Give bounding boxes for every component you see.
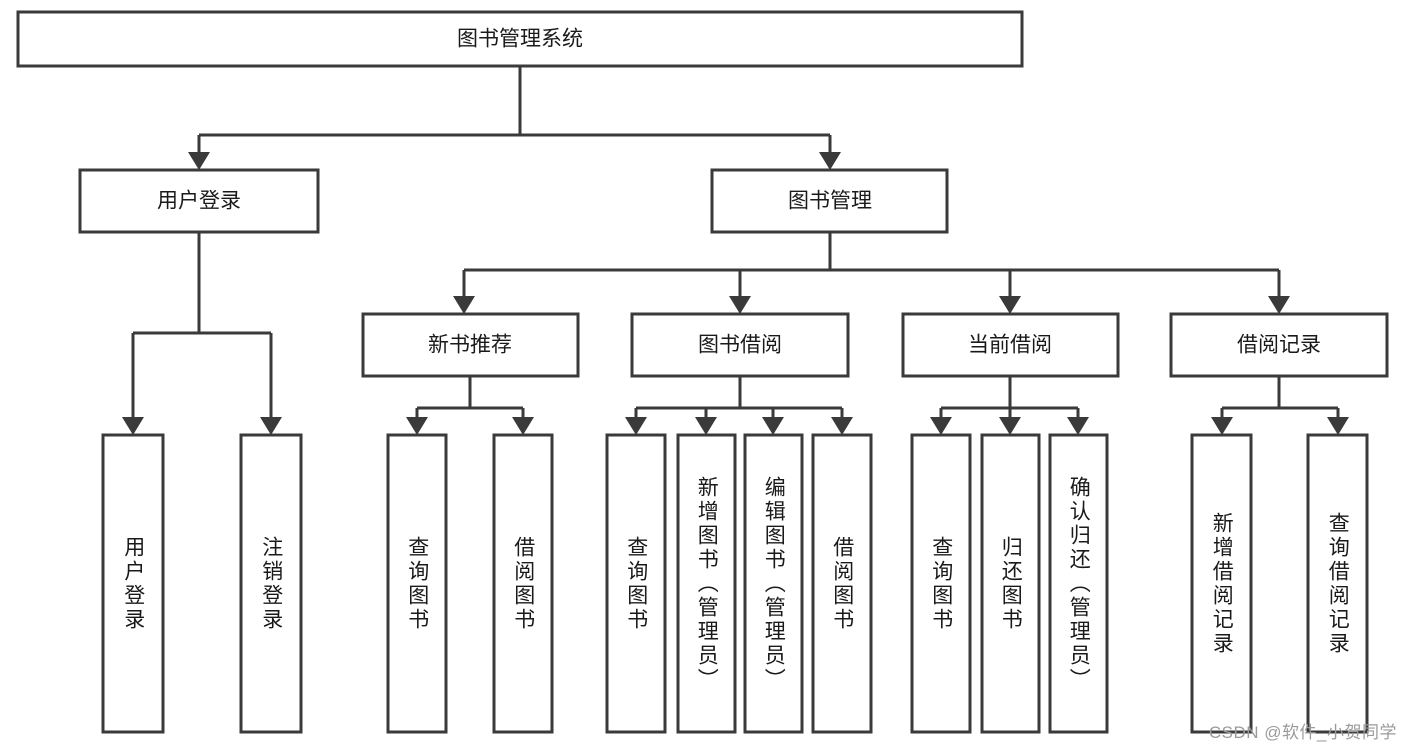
leaf-box-borrow-book-1[interactable] (492, 433, 554, 734)
arrowhead-user-login (188, 152, 210, 170)
node-root-box[interactable] (16, 10, 1024, 68)
node-current-borrow-box[interactable] (901, 312, 1120, 378)
leaf-box-add-book[interactable] (676, 433, 737, 734)
node-root-label: 图书管理系统 (457, 28, 583, 51)
arrowhead-leaf-edit-book (762, 417, 784, 435)
arrowhead-leaf-query-book-2 (625, 417, 647, 435)
leaf-box-user-login[interactable] (101, 433, 165, 734)
node-current-borrow-label: 当前借阅 (968, 334, 1052, 357)
arrowhead-leaf-logout-login (260, 417, 282, 435)
watermark-text: CSDN @软件_小贺同学 (1208, 723, 1397, 742)
node-root[interactable]: 图书管理系统 (16, 10, 1024, 68)
leaf-box-query-book-2[interactable] (605, 433, 667, 734)
node-book-manage[interactable]: 图书管理 (710, 168, 949, 234)
node-book-borrow-label: 图书借阅 (698, 334, 782, 357)
arrowhead-leaf-add-book (695, 417, 717, 435)
leaf-box-logout-login[interactable] (239, 433, 303, 734)
node-book-borrow-box[interactable] (630, 312, 850, 378)
arrowhead-leaf-query-book-3 (930, 417, 952, 435)
leaf-box-borrow-book-2[interactable] (811, 433, 873, 734)
node-user-login-label: 用户登录 (157, 190, 241, 213)
connector-group-borrow-record (1211, 376, 1349, 435)
arrowhead-borrow-record (1268, 296, 1290, 314)
arrowhead-leaf-query-record (1327, 417, 1349, 435)
arrowhead-book-manage (819, 152, 841, 170)
node-current-borrow[interactable]: 当前借阅 (901, 312, 1120, 378)
connector-group-user-login (122, 232, 282, 435)
arrowhead-leaf-user-login (122, 417, 144, 435)
node-new-book-recommend-box[interactable] (361, 312, 580, 378)
leaf-box-confirm-return[interactable] (1048, 433, 1109, 734)
leaf-box-edit-book[interactable] (743, 433, 804, 734)
leaf-box-query-book-1[interactable] (386, 433, 448, 734)
leaf-box-add-record[interactable] (1190, 433, 1253, 734)
node-new-book-recommend-label: 新书推荐 (428, 334, 512, 357)
node-book-borrow[interactable]: 图书借阅 (630, 312, 850, 378)
arrowhead-leaf-confirm-return (1067, 417, 1089, 435)
arrowhead-book-borrow (729, 296, 751, 314)
leaf-box-return-book[interactable] (980, 433, 1041, 734)
arrowhead-new-book-recommend (453, 296, 475, 314)
connector-group-root (188, 66, 841, 170)
node-book-manage-label: 图书管理 (788, 190, 872, 213)
leaf-box-query-record[interactable] (1306, 433, 1369, 734)
connector-group-current-borrow (930, 376, 1089, 435)
node-new-book-recommend[interactable]: 新书推荐 (361, 312, 580, 378)
arrowhead-leaf-borrow-book-2 (831, 417, 853, 435)
arrowhead-leaf-query-book-1 (406, 417, 428, 435)
node-borrow-record-label: 借阅记录 (1237, 334, 1321, 357)
connector-group-new-book-recommend (406, 376, 534, 435)
node-user-login-box[interactable] (78, 168, 320, 234)
leaf-boxes (101, 433, 1369, 734)
node-user-login[interactable]: 用户登录 (78, 168, 320, 234)
arrowhead-leaf-borrow-book-1 (512, 417, 534, 435)
node-borrow-record-box[interactable] (1169, 312, 1389, 378)
arrowhead-current-borrow (999, 296, 1021, 314)
connector-group-book-manage (453, 232, 1290, 314)
node-book-manage-box[interactable] (710, 168, 949, 234)
arrowhead-leaf-add-record (1211, 417, 1233, 435)
connector-group-book-borrow (625, 376, 853, 435)
node-borrow-record[interactable]: 借阅记录 (1169, 312, 1389, 378)
leaf-box-query-book-3[interactable] (910, 433, 972, 734)
arrowhead-leaf-return-book (999, 417, 1021, 435)
